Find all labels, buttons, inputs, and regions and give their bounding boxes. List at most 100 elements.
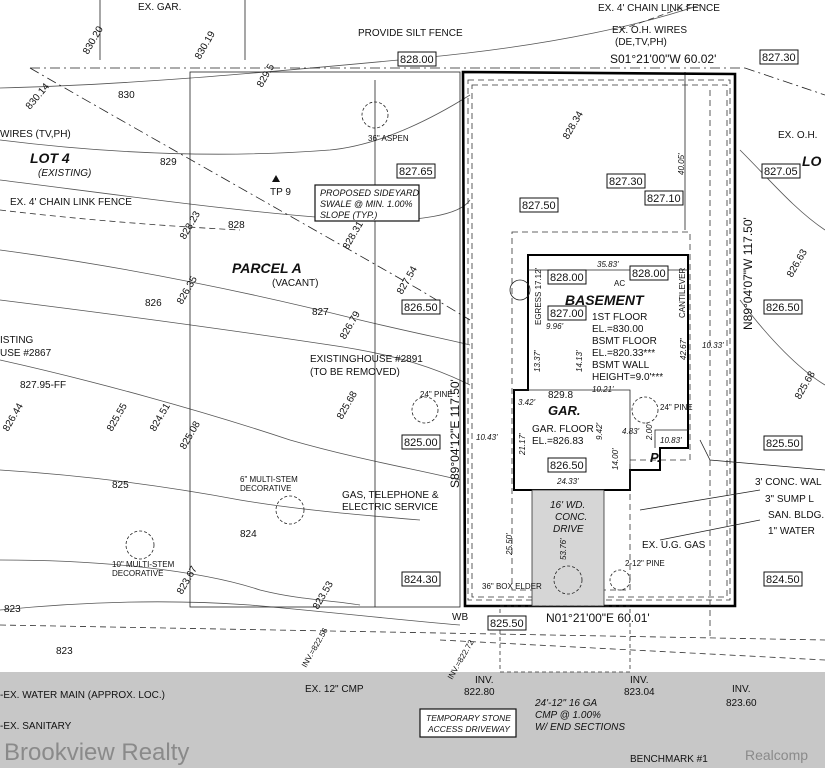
- label-inv-2-val: 823.04: [624, 687, 655, 698]
- label-conc-walk: 3' CONC. WAL: [755, 477, 822, 488]
- elev-label: 824.50: [766, 574, 800, 586]
- contour-label: 825.08: [178, 419, 203, 451]
- label-oh-wires: EX. O.H. WIRES: [612, 25, 687, 36]
- neighbor-structures: [99, 0, 686, 608]
- contour-label: 827: [312, 307, 329, 318]
- elevation-boxes: [396, 49, 803, 631]
- test-pit-marker: [272, 175, 280, 182]
- dim-label: 21.17': [518, 433, 527, 456]
- label-inv-1: INV.: [475, 675, 494, 686]
- label-multistem-6-2: DECORATIVE: [240, 484, 291, 493]
- label-chain-link-left: EX. 4' CHAIN LINK FENCE: [10, 197, 132, 208]
- label-parcel-a: PARCEL A: [232, 260, 302, 276]
- label-ex-gar: EX. GAR.: [138, 2, 181, 13]
- contour-label: 829.8: [548, 390, 573, 401]
- contour-label: 827.54: [395, 264, 420, 296]
- sideyard-note-box: [314, 184, 420, 222]
- tree-symbols: [125, 101, 659, 595]
- dim-label: 2.00': [645, 422, 654, 441]
- label-lot-right: LO: [802, 153, 822, 169]
- contour-label: 826.35: [175, 274, 200, 306]
- label-cmp-1: 24'-12" 16 GA: [534, 698, 597, 709]
- contour-lines: [0, 4, 825, 626]
- overhead-wires: [0, 4, 825, 321]
- label-multistem-10-1: 10" MULTI-STEM: [112, 560, 175, 569]
- contour-label: 830.14: [24, 81, 52, 112]
- label-benchmark: BENCHMARK #1: [630, 754, 708, 765]
- label-cmp-2: CMP @ 1.00%: [535, 710, 601, 721]
- contour-label: 830: [118, 90, 135, 101]
- label-inv-2: INV.: [630, 675, 649, 686]
- label-bsmt-floor: BSMT FLOOR: [592, 336, 657, 347]
- contour-label: 825.55: [105, 401, 130, 433]
- elev-label: 826.50: [766, 302, 800, 314]
- label-multistem-6-1: 6" MULTI-STEM: [240, 475, 298, 484]
- contour-label: 825: [112, 480, 129, 491]
- label-sideyard-3: SLOPE (TYP.): [320, 210, 377, 220]
- label-temp-drive-1: TEMPORARY STONE: [426, 713, 511, 723]
- label-ff-left: 827.95-FF: [20, 380, 66, 391]
- watermark-left: Brookview Realty: [4, 739, 189, 766]
- dim-label: 3.42': [518, 398, 536, 407]
- label-wb: WB: [452, 612, 468, 623]
- contour-label: 823: [56, 646, 73, 657]
- contour-label: 823.67: [175, 564, 200, 596]
- dim-label: 13.37': [533, 350, 542, 372]
- elevation-labels: 828.00 827.30 827.65 827.05 827.30 827.5…: [399, 52, 800, 630]
- label-gas-1: GAS, TELEPHONE &: [342, 490, 439, 501]
- dim-label: 10.83': [660, 436, 682, 445]
- label-ex-house-2891-1: EXISTINGHOUSE #2891: [310, 354, 423, 365]
- label-inv-1-val: 822.80: [464, 687, 495, 698]
- dim-label: 35.83': [597, 260, 619, 269]
- label-chain-link-top: EX. 4' CHAIN LINK FENCE: [598, 3, 720, 14]
- elev-label: 828.00: [632, 268, 666, 280]
- label-ac: AC: [614, 279, 625, 288]
- contour-label: 829: [160, 157, 177, 168]
- elev-label: 827.30: [762, 52, 796, 64]
- label-first-floor: 1ST FLOOR: [592, 312, 647, 323]
- contour-label: 824.51: [148, 401, 173, 433]
- label-basement: BASEMENT: [565, 292, 645, 308]
- dim-label: 4.83': [622, 427, 640, 436]
- label-wires-tv-ph: WIRES (TV,PH): [0, 129, 71, 140]
- dim-label: 14.00': [611, 448, 620, 470]
- label-drive-1: 16' WD.: [550, 500, 585, 511]
- label-silt-fence: PROVIDE SILT FENCE: [358, 28, 463, 39]
- elev-label: 825.00: [404, 437, 438, 449]
- label-aspen: 36" ASPEN: [368, 134, 409, 143]
- elev-label: 827.50: [522, 200, 556, 212]
- label-gar-floor: GAR. FLOOR: [532, 424, 594, 435]
- dim-label: 40.05': [677, 153, 686, 175]
- elev-label: 825.50: [766, 438, 800, 450]
- label-san-bldg: SAN. BLDG.: [768, 510, 824, 521]
- watermark-right: Realcomp: [745, 747, 808, 763]
- contour-label: 826.63: [785, 247, 810, 279]
- label-inv-3-val: 823.60: [726, 698, 757, 709]
- label-parcel-a-sub: (VACANT): [272, 278, 318, 289]
- dim-label: 14.13': [575, 350, 584, 372]
- contour-label: 825.68: [793, 369, 818, 401]
- contour-label: 828.23: [178, 209, 203, 241]
- label-pine-2-12: 2-12" PINE: [625, 559, 665, 568]
- contour-label: 826: [145, 298, 162, 309]
- contour-label: 828: [228, 220, 245, 231]
- utility-lines: [0, 90, 825, 661]
- elev-label: 826.50: [404, 302, 438, 314]
- label-tp9: TP 9: [270, 187, 291, 198]
- parcel-boundary: [461, 70, 737, 608]
- label-water-main: -EX. WATER MAIN (APPROX. LOC.): [0, 690, 165, 701]
- label-inv-3: INV.: [732, 684, 751, 695]
- elev-label: 825.50: [490, 618, 524, 630]
- contour-label: 828.34: [561, 109, 586, 141]
- label-lot4: LOT 4: [30, 150, 70, 166]
- label-oh-wires-sub: (DE,TV,PH): [615, 37, 667, 48]
- label-cmp-3: W/ END SECTIONS: [535, 722, 625, 733]
- label-multistem-10-2: DECORATIVE: [112, 569, 163, 578]
- label-sump: 3" SUMP L: [765, 494, 814, 505]
- elev-label: 827.65: [399, 166, 433, 178]
- silt-fence: [467, 79, 731, 601]
- label-bearing-right: N89°04'07"W 117.50': [741, 217, 755, 330]
- label-gar: GAR.: [548, 403, 581, 418]
- label-sideyard-2: SWALE @ MIN. 1.00%: [320, 199, 413, 209]
